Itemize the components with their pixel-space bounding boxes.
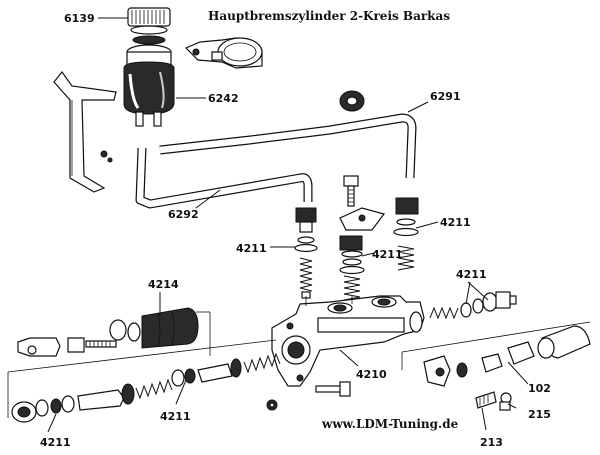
label-6242: 6242 (208, 92, 239, 105)
hose-6291 (159, 113, 417, 179)
hose-clamp-bracket (184, 37, 263, 69)
label-4211-fitting: 4211 (456, 268, 487, 281)
exploded-guide-lines (7, 296, 591, 418)
website-text: www.LDM-Tuning.de (321, 417, 459, 431)
label-6139: 6139 (64, 12, 95, 25)
reservoir (123, 44, 175, 127)
leader-lines (47, 17, 529, 433)
label-4211-right: 4211 (440, 216, 471, 229)
label-4211-center: 4211 (372, 248, 403, 261)
grommet (339, 90, 365, 112)
label-4210: 4210 (356, 368, 387, 381)
mounting-bolts (266, 381, 351, 411)
label-6291: 6291 (430, 90, 461, 103)
label-4211-lower-left: 4211 (40, 436, 71, 449)
master-cylinder-body (271, 295, 425, 387)
center-valve-parts (339, 175, 386, 258)
label-6292: 6292 (168, 208, 199, 221)
label-215: 215 (528, 408, 551, 421)
pushrod-assembly (17, 307, 199, 357)
label-4211-lower-middle: 4211 (160, 410, 191, 423)
diagram-title: Hauptbremszylinder 2-Kreis Barkas (208, 9, 450, 23)
label-213: 213 (480, 436, 503, 449)
label-4214: 4214 (148, 278, 179, 291)
label-102: 102 (528, 382, 551, 395)
right-side-fittings (423, 291, 591, 411)
hose-6292 (135, 147, 313, 209)
reservoir-cap (127, 7, 171, 45)
label-4211-left: 4211 (236, 242, 267, 255)
lower-piston-string (11, 352, 281, 423)
left-check-valve-stack (294, 207, 318, 299)
right-check-valve-stack (393, 197, 419, 271)
mounting-bracket (53, 71, 117, 193)
